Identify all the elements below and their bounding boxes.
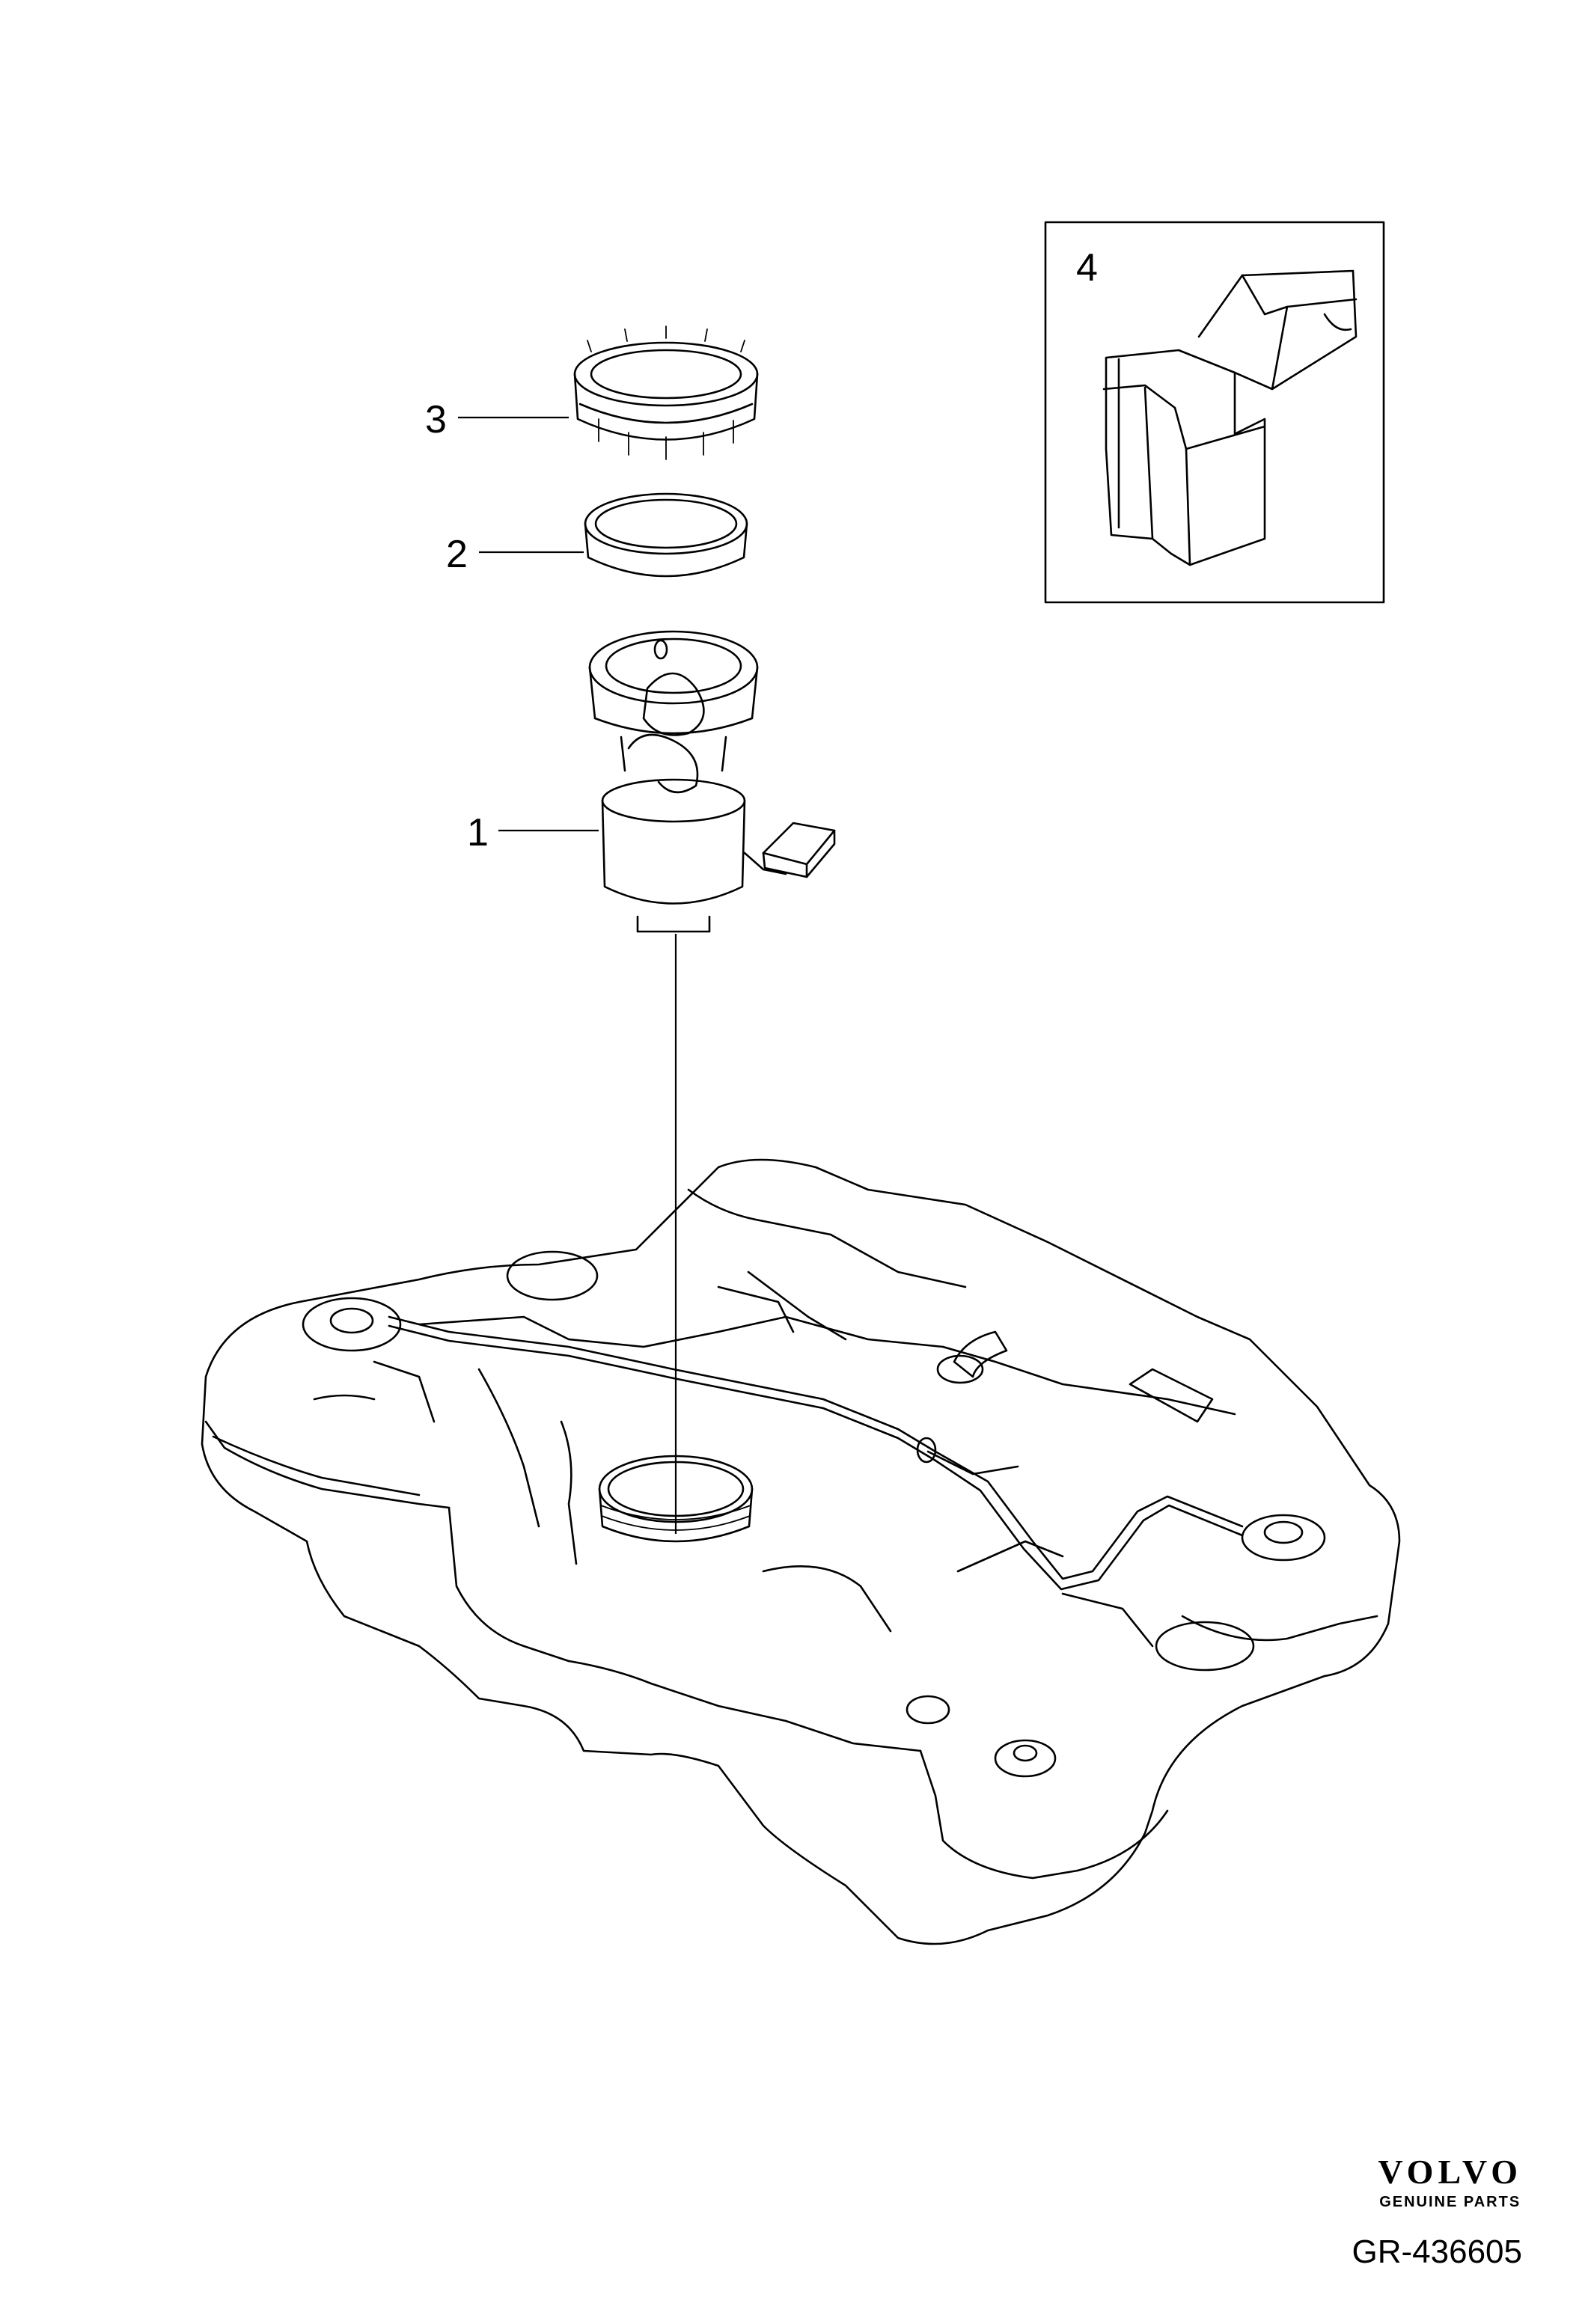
- part-4-inset-frame: [1044, 221, 1385, 604]
- callout-3[interactable]: 3: [425, 398, 447, 441]
- part-3-locking-ring[interactable]: [573, 325, 759, 460]
- brand-subtitle: GENUINE PARTS: [1379, 2194, 1521, 2210]
- volvo-brand-mark: VOLVO GENUINE PARTS: [1378, 2155, 1522, 2211]
- callout-4[interactable]: 4: [1076, 246, 1098, 290]
- part-1-fuel-pump[interactable]: [588, 630, 836, 933]
- brand-logo: VOLVO: [1378, 2153, 1522, 2191]
- part-4-cover[interactable]: [1102, 269, 1358, 566]
- part-2-seal-ring[interactable]: [584, 492, 748, 578]
- callout-1[interactable]: 1: [467, 811, 489, 854]
- callout-2[interactable]: 2: [446, 533, 468, 576]
- diagram-reference: GR-436605: [1352, 2233, 1522, 2270]
- fuel-tank: [201, 1158, 1401, 1945]
